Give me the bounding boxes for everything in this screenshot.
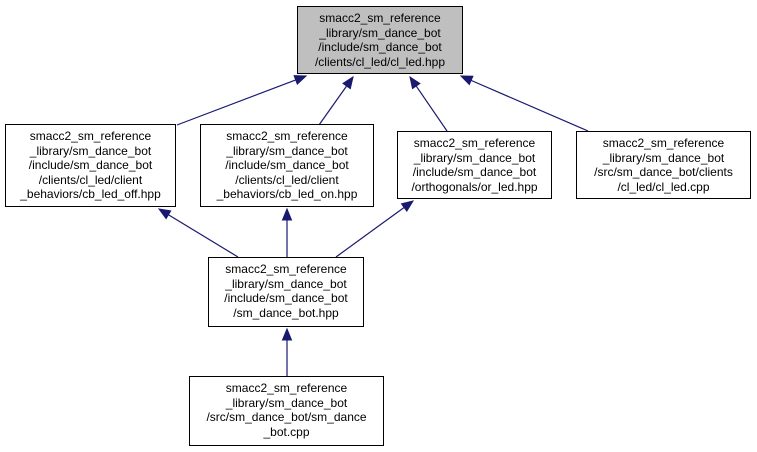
- node-line: smacc2_sm_reference: [226, 129, 348, 143]
- edge-sm_dance_bot_hpp-to-cb_led_off_hpp: [168, 214, 239, 258]
- arrowhead-icon: [409, 75, 421, 90]
- node-line: /orthogonals/or_led.hpp: [411, 179, 538, 194]
- node-line: smacc2_sm_reference: [29, 129, 152, 143]
- node-line: /include/sm_dance_bot: [224, 291, 348, 305]
- node-line: smacc2_sm_reference: [225, 262, 347, 276]
- node-cl-led-cpp[interactable]: smacc2_sm_reference _library/sm_dance_bo…: [576, 131, 751, 199]
- node-cb-led-off-hpp[interactable]: smacc2_sm_reference _library/sm_dance_bo…: [5, 124, 176, 207]
- node-line: _library/sm_dance_bot: [225, 395, 348, 410]
- arrowhead-icon: [293, 75, 308, 85]
- arrowhead-icon: [281, 327, 293, 341]
- arrowhead-icon: [459, 75, 474, 86]
- node-sm-dance-bot-cpp[interactable]: smacc2_sm_reference _library/sm_dance_bo…: [189, 376, 384, 446]
- arrowhead-icon: [157, 208, 172, 220]
- node-line: /src/sm_dance_bot/clients: [594, 165, 733, 179]
- node-sm-dance-bot-hpp[interactable]: smacc2_sm_reference _library/sm_dance_bo…: [208, 257, 364, 327]
- node-line: /sm_dance_bot.hpp: [233, 305, 339, 320]
- edge-sm_dance_bot_hpp-to-or_led_hpp: [335, 206, 405, 258]
- node-line: /clients/cl_led/cl_led.hpp: [314, 54, 446, 69]
- arrowhead-icon: [281, 207, 293, 221]
- node-line: _library/sm_dance_bot: [225, 276, 347, 291]
- node-line: /include/sm_dance_bot: [412, 165, 537, 179]
- edge-cb_led_on_hpp-to-cl_led_hpp: [318, 85, 348, 126]
- node-line: /clients/cl_led/client: [235, 172, 339, 187]
- node-line: smacc2_sm_reference: [225, 381, 348, 395]
- node-line: smacc2_sm_reference: [602, 136, 725, 150]
- node-cl-led-hpp: smacc2_sm_reference _library/sm_dance_bo…: [297, 6, 463, 74]
- node-line: /src/sm_dance_bot/sm_dance: [206, 410, 367, 424]
- edge-cb_led_off_hpp-to-cl_led_hpp: [176, 79, 296, 126]
- node-or-led-hpp[interactable]: smacc2_sm_reference _library/sm_dance_bo…: [397, 131, 552, 199]
- node-line: _library/sm_dance_bot: [29, 143, 152, 158]
- arrowhead-icon: [400, 200, 415, 212]
- node-line: _library/sm_dance_bot: [602, 150, 725, 165]
- node-line: _behaviors/cb_led_on.hpp: [216, 187, 358, 201]
- node-line: _library/sm_dance_bot: [319, 25, 441, 40]
- node-line: _library/sm_dance_bot: [413, 150, 536, 165]
- node-line: smacc2_sm_reference: [319, 11, 441, 25]
- node-line: /cl_led/cl_led.cpp: [617, 179, 710, 194]
- edge-or_led_hpp-to-cl_led_hpp: [415, 85, 448, 132]
- arrowhead-icon: [342, 75, 354, 90]
- node-line: /include/sm_dance_bot: [225, 158, 349, 172]
- node-line: /clients/cl_led/client: [38, 172, 143, 187]
- node-line: smacc2_sm_reference: [413, 136, 536, 150]
- node-line: _bot.cpp: [263, 424, 310, 439]
- node-line: /include/sm_dance_bot: [318, 40, 442, 54]
- node-line: _library/sm_dance_bot: [226, 143, 348, 158]
- node-line: /include/sm_dance_bot: [28, 158, 153, 172]
- node-cb-led-on-hpp[interactable]: smacc2_sm_reference _library/sm_dance_bo…: [200, 124, 374, 207]
- edge-cl_led_cpp-to-cl_led_hpp: [470, 79, 589, 132]
- node-line: _behaviors/cb_led_off.hpp: [20, 187, 161, 201]
